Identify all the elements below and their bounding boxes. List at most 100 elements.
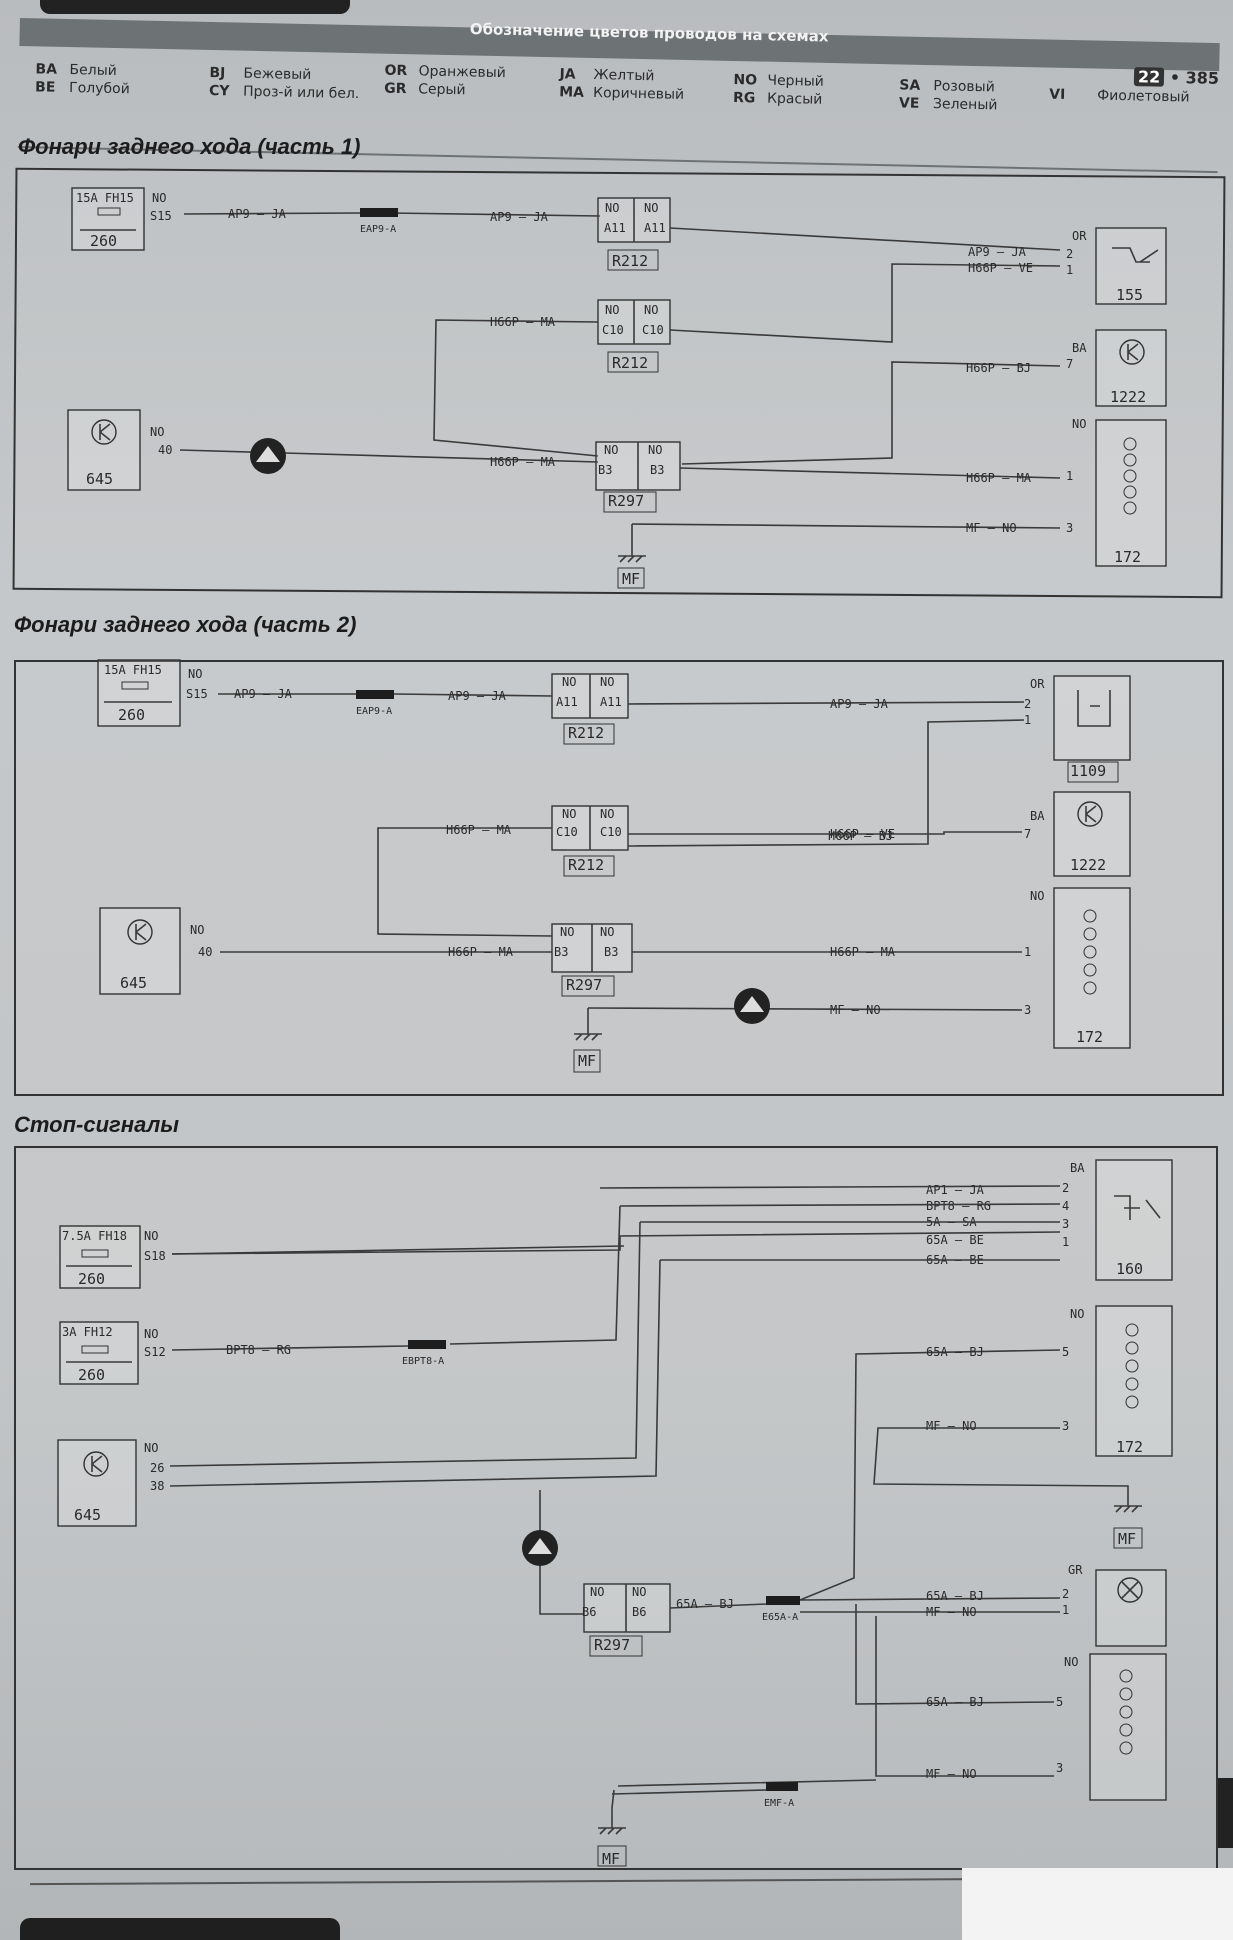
svg-text:MF: MF [602,1850,620,1868]
svg-text:H66P — VE: H66P — VE [968,261,1033,275]
svg-text:4: 4 [1062,1199,1069,1213]
svg-text:B6: B6 [632,1605,646,1619]
diagram-panel-reverse-2 [14,660,1224,1096]
section-title-reverse-2: Фонари заднего хода (часть 2) [14,612,357,637]
svg-text:BA: BA [1070,1161,1085,1175]
svg-text:NO: NO [600,925,614,939]
svg-text:1: 1 [1062,1235,1069,1249]
lamp-icon [1083,909,1097,995]
svg-text:155: 155 [1116,286,1143,304]
svg-text:MF — NO: MF — NO [926,1767,977,1781]
svg-text:NO: NO [632,1585,646,1599]
svg-text:645: 645 [86,470,113,488]
svg-text:260: 260 [118,706,145,724]
svg-text:S12: S12 [144,1345,166,1359]
svg-text:1: 1 [1024,945,1031,959]
ground-junction-icon [522,1530,558,1566]
connector-ebpt8a [408,1340,446,1349]
diagram-brake: 7.5A FH18 260 NO S18 AP1 — JA BPT8 — RG … [57,1159,1173,1868]
connector-r297-b6 [583,1583,671,1633]
svg-text:1222: 1222 [1110,388,1146,406]
svg-text:NO: NO [144,1327,158,1341]
svg-text:1: 1 [1062,1603,1069,1617]
svg-text:65A — BJ: 65A — BJ [926,1695,984,1709]
svg-text:NO: NO [1072,417,1086,431]
svg-text:645: 645 [120,974,147,992]
svg-text:NO: NO [600,675,614,689]
lamp-icon [1125,1323,1139,1409]
svg-text:NO: NO [648,443,662,457]
svg-text:3A FH12: 3A FH12 [62,1325,113,1339]
svg-text:NO: NO [562,675,576,689]
component-172-lamp [1053,887,1131,1049]
svg-text:MF — NO: MF — NO [926,1419,977,1433]
chapter-tab [1218,1778,1233,1848]
ground-junction-icon [250,438,286,474]
svg-text:AP1 — JA: AP1 — JA [926,1183,985,1197]
svg-text:15A FH15: 15A FH15 [104,663,162,677]
svg-text:NO: NO [144,1229,158,1243]
svg-text:26: 26 [150,1461,164,1475]
svg-text:NO: NO [562,807,576,821]
svg-text:MF — NO: MF — NO [926,1605,977,1619]
svg-text:AP9 — JA: AP9 — JA [830,697,889,711]
lamp-icon [1117,1577,1143,1603]
component-1222-switch [1053,791,1131,877]
svg-text:15A FH15: 15A FH15 [76,191,134,205]
svg-text:7.5A FH18: 7.5A FH18 [62,1229,127,1243]
svg-text:AP9 — JA: AP9 — JA [490,210,549,224]
svg-text:H66P — MA: H66P — MA [966,471,1032,485]
svg-text:172: 172 [1076,1028,1103,1046]
svg-text:BPT8 — RG: BPT8 — RG [926,1199,991,1213]
svg-text:MF — NO: MF — NO [830,1003,881,1017]
svg-text:H66P — VE: H66P — VE [830,827,895,841]
diagram-reverse-2: 15A FH15 260 NO S15 AP9 — JA EAP9-A AP9 … [97,659,1131,1073]
svg-text:MF: MF [578,1052,596,1070]
component-645-switch [99,907,181,995]
svg-text:R212: R212 [568,856,604,874]
svg-text:AP9 — JA: AP9 — JA [448,689,507,703]
svg-text:S15: S15 [150,209,172,223]
ground-junction-icon [734,988,770,1024]
svg-text:1222: 1222 [1070,856,1106,874]
svg-text:40: 40 [158,443,172,457]
component-1222-switch [1095,329,1167,407]
svg-text:NO: NO [1064,1655,1078,1669]
svg-text:NO: NO [150,425,164,439]
svg-text:EAP9-A: EAP9-A [356,706,392,717]
svg-text:NO: NO [190,923,204,937]
svg-text:3: 3 [1062,1217,1069,1231]
svg-text:65A — BJ: 65A — BJ [676,1597,734,1611]
section-title-brake: Стоп-сигналы [14,1112,180,1137]
svg-text:260: 260 [90,232,117,250]
svg-text:65A — BE: 65A — BE [926,1233,984,1247]
component-172-lamp [1095,1305,1173,1457]
svg-text:260: 260 [78,1366,105,1384]
svg-text:NO: NO [600,807,614,821]
svg-text:R297: R297 [566,976,602,994]
svg-text:E65A-A: E65A-A [762,1612,798,1623]
svg-text:BA: BA [1030,809,1045,823]
svg-text:160: 160 [1116,1260,1143,1278]
component-172-lamp [1095,419,1167,567]
svg-text:R297: R297 [608,492,644,510]
svg-text:1109: 1109 [1070,762,1106,780]
diagram-panel-brake [14,1146,1218,1870]
svg-text:172: 172 [1116,1438,1143,1456]
svg-text:2: 2 [1024,697,1031,711]
component-1109-switch [1053,675,1131,761]
svg-text:R297: R297 [594,1636,630,1654]
svg-text:1: 1 [1066,469,1073,483]
photo-corner-artifact [962,1868,1233,1940]
svg-text:A11: A11 [604,221,626,235]
svg-text:1: 1 [1024,713,1031,727]
svg-text:C10: C10 [602,323,624,337]
svg-text:3: 3 [1062,1419,1069,1433]
svg-text:7: 7 [1066,357,1073,371]
svg-text:NO: NO [644,201,658,215]
svg-text:AP9 — JA: AP9 — JA [234,687,293,701]
component-645-switch [67,409,141,491]
svg-text:H66P — MA: H66P — MA [490,455,556,469]
